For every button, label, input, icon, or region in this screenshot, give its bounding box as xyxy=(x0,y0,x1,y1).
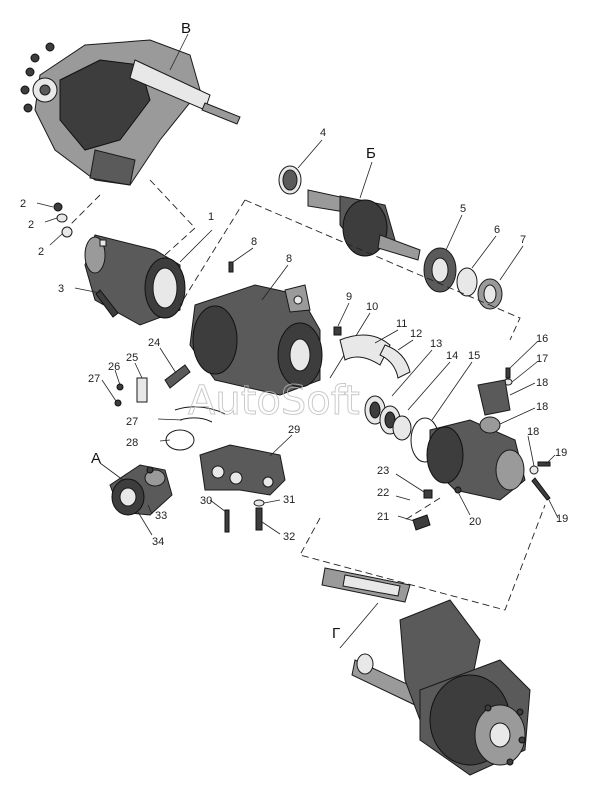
callout-11: 13 xyxy=(430,338,442,350)
callout-5: 8 xyxy=(251,236,257,248)
callout-29: 27 xyxy=(126,416,138,428)
callout-23: 22 xyxy=(377,487,389,499)
part-16-bracket xyxy=(477,379,511,416)
part-18-washer xyxy=(56,213,68,223)
callout-31: 27 xyxy=(88,373,100,385)
part-18-washer-right xyxy=(529,465,539,475)
part-18-washer-bottom xyxy=(253,499,265,507)
part-19-bolt-right xyxy=(537,461,551,467)
callout-22: 21 xyxy=(377,511,389,523)
callout-33: 24 xyxy=(148,337,160,349)
callout-14: 16 xyxy=(536,333,548,345)
callout-27a: 26 xyxy=(108,361,120,373)
assembly-g-axle xyxy=(321,567,531,776)
callout-2b: 7 xyxy=(520,234,526,246)
letter-g: Г xyxy=(332,625,340,642)
letter-v: В xyxy=(181,20,191,37)
part-25-bracket xyxy=(199,444,286,496)
part-1-housing xyxy=(84,234,186,326)
callout-7: 9 xyxy=(346,291,352,303)
callout-21: 20 xyxy=(469,516,481,528)
callout-19b: 32 xyxy=(283,531,295,543)
callout-18c: 31 xyxy=(283,494,295,506)
part-4-ring xyxy=(456,267,478,297)
part-19-bolt-bottom xyxy=(255,507,263,531)
callout-17: 18 xyxy=(536,401,548,413)
assembly-be-shaft xyxy=(278,165,421,261)
part-10-gasket xyxy=(379,344,411,379)
part-17-bushing xyxy=(479,416,501,434)
callout-20: 19 xyxy=(556,513,568,525)
part-9-gasket xyxy=(339,334,391,366)
callout-13: 15 xyxy=(468,350,480,362)
callout-18b: 18 xyxy=(527,426,539,438)
part-20-pin xyxy=(531,477,551,501)
callout-35: 2 xyxy=(38,246,44,258)
part-24-plug xyxy=(423,489,433,499)
part-21-nipple xyxy=(454,486,462,494)
callout-36: 2 xyxy=(20,198,26,210)
part-28-clamp xyxy=(174,406,226,415)
part-22-plug xyxy=(412,514,431,531)
callout-18a: 2 xyxy=(28,219,34,231)
callout-24: 23 xyxy=(377,465,389,477)
assembly-v-gearbox xyxy=(20,39,241,186)
part-5-pin xyxy=(228,261,234,273)
callout-32: 25 xyxy=(126,352,138,364)
letter-be: Б xyxy=(366,145,376,162)
callout-26: 34 xyxy=(152,536,164,548)
callout-8b: 30 xyxy=(200,495,212,507)
callout-1: 1 xyxy=(208,211,214,223)
assembly-a-pump xyxy=(109,464,173,516)
callout-30: 28 xyxy=(126,437,138,449)
letter-a: А xyxy=(91,450,101,467)
callout-9: 11 xyxy=(396,318,407,330)
part-14-bolt xyxy=(505,367,511,379)
part-33-sleeve xyxy=(164,364,191,389)
callout-19a: 19 xyxy=(555,447,567,459)
callout-25: 29 xyxy=(288,424,300,436)
callout-4: 6 xyxy=(494,224,500,236)
part-32-plate xyxy=(136,377,148,403)
part-8-pin xyxy=(224,509,230,533)
part-29-clamp xyxy=(179,417,213,423)
callout-16: 18 xyxy=(536,377,548,389)
callout-2a: 4 xyxy=(320,127,326,139)
callout-27b: 33 xyxy=(155,510,167,522)
part-35-ring xyxy=(61,226,73,238)
part-6-main-housing xyxy=(189,284,323,396)
callout-10: 12 xyxy=(410,328,422,340)
callout-3: 5 xyxy=(460,203,466,215)
callout-34: 3 xyxy=(58,283,64,295)
callout-8a: 10 xyxy=(366,301,378,313)
callout-6: 8 xyxy=(286,253,292,265)
part-30-ring xyxy=(165,429,195,451)
watermark: AutoSoft xyxy=(188,378,360,424)
part-36-nut xyxy=(53,202,63,212)
part-7-plug xyxy=(333,326,342,336)
callout-15: 17 xyxy=(536,353,548,365)
callout-12: 14 xyxy=(446,350,458,362)
part-13-housing xyxy=(426,419,526,501)
